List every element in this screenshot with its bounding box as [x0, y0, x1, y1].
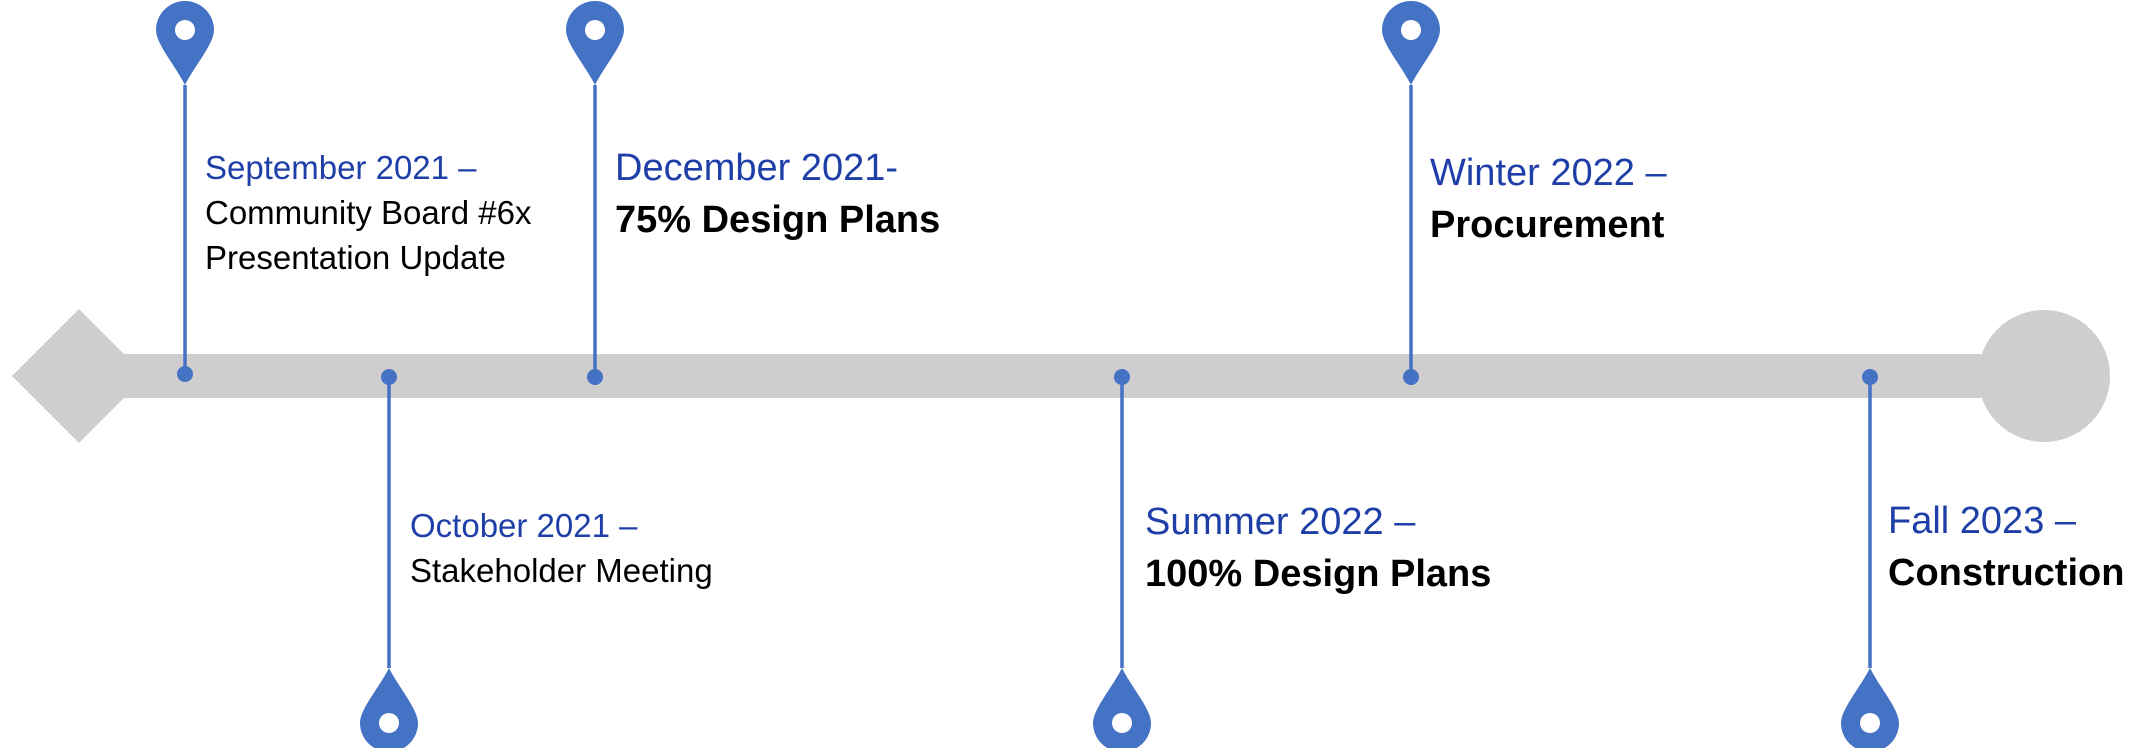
map-pin-icon: [360, 668, 418, 748]
pin-hole-icon: [379, 713, 399, 733]
timeline-start-diamond: [12, 309, 146, 443]
milestone-label-september-2021: September 2021 – Community Board #6x Pre…: [205, 145, 531, 280]
milestone-label-october-2021: October 2021 – Stakeholder Meeting: [410, 503, 713, 593]
milestone-date: September 2021 –: [205, 149, 477, 186]
map-pin-icon: [566, 1, 624, 85]
milestone-dot-october-2021: [381, 369, 397, 385]
milestone-dot-summer-2022: [1114, 369, 1130, 385]
milestone-desc-line: Stakeholder Meeting: [410, 552, 713, 589]
pin-hole-icon: [1860, 713, 1880, 733]
milestone-desc-line: Procurement: [1430, 204, 1665, 246]
milestone-desc-line: Community Board #6x: [205, 194, 532, 231]
milestone-label-fall-2023: Fall 2023 – Construction: [1888, 495, 2124, 599]
milestone-desc-line: Construction: [1888, 552, 2125, 594]
pin-hole-icon: [585, 20, 605, 40]
milestone-date: October 2021 –: [410, 507, 638, 544]
milestone-label-summer-2022: Summer 2022 – 100% Design Plans: [1145, 496, 1491, 600]
timeline-track: [80, 354, 2010, 398]
map-pin-icon: [1841, 668, 1899, 748]
timeline-end-circle: [1978, 310, 2110, 442]
milestone-desc-line: 75% Design Plans: [615, 199, 941, 241]
milestone-date: Fall 2023 –: [1888, 500, 2077, 542]
milestone-dot-december-2021: [587, 369, 603, 385]
milestone-label-december-2021: December 2021- 75% Design Plans: [615, 142, 940, 246]
pin-hole-icon: [1112, 713, 1132, 733]
milestone-date: Winter 2022 –: [1430, 152, 1667, 194]
map-pin-icon: [1382, 1, 1440, 85]
milestone-date: December 2021-: [615, 147, 899, 189]
map-pin-icon: [156, 1, 214, 85]
milestone-desc-line: Presentation Update: [205, 239, 506, 276]
map-pin-icon: [1093, 668, 1151, 748]
milestone-date: Summer 2022 –: [1145, 501, 1416, 543]
pin-hole-icon: [175, 20, 195, 40]
milestone-markers: [156, 1, 1899, 748]
milestone-dot-september-2021: [177, 366, 193, 382]
milestone-label-winter-2022: Winter 2022 – Procurement: [1430, 147, 1667, 251]
milestone-dot-fall-2023: [1862, 369, 1878, 385]
pin-hole-icon: [1401, 20, 1421, 40]
milestone-desc-line: 100% Design Plans: [1145, 553, 1492, 595]
milestone-dot-winter-2022: [1403, 369, 1419, 385]
